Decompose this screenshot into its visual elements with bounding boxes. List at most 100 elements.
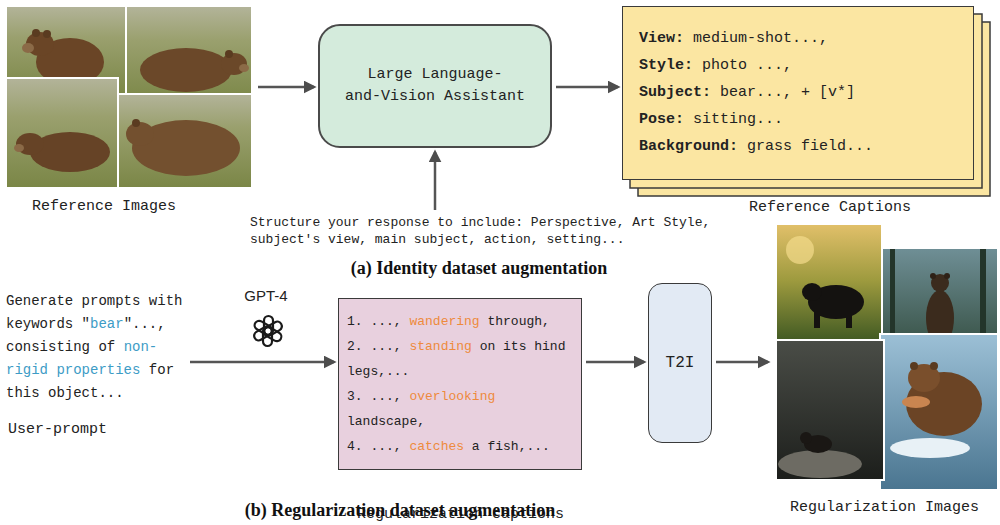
image-group: Reference Images (4, 4, 254, 190)
text-run: medium-shot..., (684, 30, 828, 47)
model-box: T2I (648, 283, 712, 443)
text-run: overlooking (409, 389, 495, 404)
text-run: View: (639, 30, 684, 47)
node-text: T2I (666, 354, 695, 372)
text-run: bear..., + [v*] (711, 84, 855, 101)
arrow-connector (716, 361, 768, 364)
photo-frame (776, 340, 884, 480)
text-run: Assistant (435, 88, 525, 105)
bear-photo (776, 340, 884, 480)
text-run: Reference Images (32, 198, 176, 215)
logo-petal (253, 319, 274, 336)
regularization-photos (776, 224, 998, 490)
text-run: through, (480, 314, 550, 329)
photo-frame (880, 334, 998, 490)
bear-head (931, 274, 949, 292)
text-run: photo ..., (693, 57, 792, 74)
text-run: User-prompt (8, 421, 107, 438)
node-text: Style: photo ..., (639, 52, 957, 79)
node-caption: Reference Images (32, 198, 176, 216)
bear-leg (814, 310, 820, 328)
bear-ear (930, 273, 936, 279)
image-group: Regularization Images (772, 222, 998, 490)
reference-photos (6, 6, 252, 188)
node-caption: Reference Captions (749, 199, 911, 217)
water-splash (890, 438, 970, 458)
text-run: Reference Captions (749, 199, 911, 216)
bear-photo (118, 6, 252, 104)
rock (778, 450, 862, 478)
bear-head (800, 432, 812, 444)
caption-card: View: medium-shot...,Style: photo ...,Su… (622, 6, 974, 180)
node-caption: Regularization Images (790, 499, 979, 517)
arrow-connector (190, 361, 334, 364)
text-run: and-Vision (345, 88, 435, 105)
photo-frame (118, 6, 252, 104)
bear-ear (930, 362, 938, 370)
text-run: bear (90, 316, 124, 332)
text-run: catches (409, 439, 464, 454)
text-run: Subject: (639, 84, 711, 101)
caption-box: 1. ..., wandering through, 2. ..., standi… (338, 298, 582, 470)
text-run: standing (409, 339, 471, 354)
node-text: Structure your response to include: Pers… (250, 214, 726, 248)
arrow-connector (258, 86, 314, 89)
bear-snout (14, 144, 24, 152)
arrow-connector (434, 152, 437, 210)
bear-head (802, 283, 822, 301)
bear-body (30, 132, 110, 172)
text-run: 3. ..., (347, 389, 409, 404)
node-text: 3. ..., overlooking landscape, (347, 384, 573, 434)
node-caption: User-prompt (8, 421, 107, 439)
text-run: Style: (639, 57, 693, 74)
bear-body (140, 48, 232, 92)
text-run: Pose: (639, 111, 684, 128)
bear-ear (944, 273, 950, 279)
prompt-text: Generate prompts with keywords "bear"...… (6, 290, 186, 405)
node-text: Large Language-and-Vision Assistant (332, 64, 538, 108)
text-run: wandering (409, 314, 479, 329)
text-run: sitting... (684, 111, 783, 128)
arrow-connector (556, 86, 618, 89)
text-run: Structure your response to include: Pers… (250, 215, 710, 247)
bear-snout (239, 64, 249, 72)
prompt-text: Structure your response to include: Pers… (250, 214, 726, 248)
bear-photo (880, 334, 998, 490)
text-run: 1. ..., (347, 314, 409, 329)
text-run: Background: (639, 138, 738, 155)
photo-frame (776, 224, 882, 350)
text-run: T2I (666, 354, 695, 372)
text-run: a fish,... (464, 439, 550, 454)
node-text: 2. ..., standing on its hind legs,... (347, 334, 573, 384)
bear-head (126, 122, 154, 146)
openai-logo (253, 316, 284, 346)
fish (902, 396, 930, 408)
bear-ear (225, 50, 233, 58)
text-run: 4. ..., (347, 439, 409, 454)
bear-snout (22, 43, 34, 53)
bear-ear (132, 119, 140, 127)
bear-photo (6, 78, 118, 188)
subfigure-caption: (a) Identity dataset augmentation (351, 258, 608, 279)
edge-label: GPT-4 (242, 287, 289, 305)
bear-photo (776, 224, 882, 350)
text-run: landscape, (347, 414, 425, 429)
sun-glow (786, 236, 814, 264)
bear-ear (910, 362, 918, 370)
bear-ear (32, 29, 40, 37)
subfigure-caption: (b) Regularization dataset augmentation (245, 500, 555, 521)
arrow-connector (586, 361, 644, 364)
photo-frame (112, 94, 252, 188)
node-text: Background: grass field... (639, 133, 957, 160)
node-text: View: medium-shot..., (639, 25, 957, 52)
photo-frame (6, 78, 118, 188)
node-text: Pose: sitting... (639, 106, 957, 133)
text-run: 2. ..., (347, 339, 409, 354)
text-run: grass field... (738, 138, 873, 155)
bear-photo (112, 94, 252, 188)
model-box: Large Language-and-Vision Assistant (318, 24, 552, 148)
bear-ear (43, 30, 51, 38)
bear-leg (846, 310, 852, 328)
text-run: Large Language- (367, 66, 502, 83)
